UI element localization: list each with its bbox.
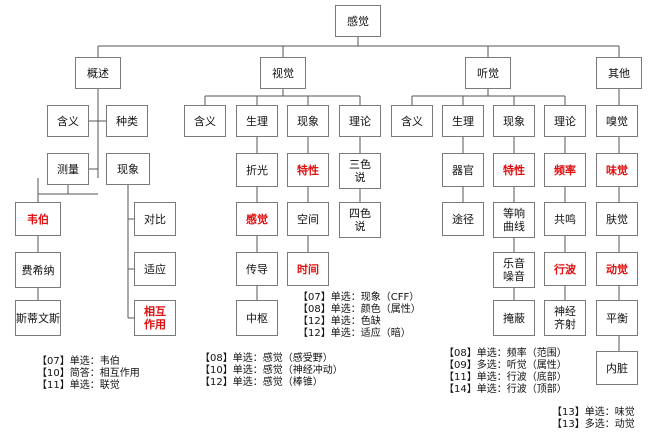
notes-vision-general: 【08】单选：感觉（感受野） 【10】单选：感觉（神经冲动） 【12】单选：感觉… <box>200 353 343 389</box>
node-hearing-phenomenon: 现象 <box>493 105 535 137</box>
node-masking: 掩蔽 <box>493 300 535 336</box>
node-root: 感觉 <box>335 5 381 37</box>
notes-other: 【13】单选：味觉 【13】多选：动觉 <box>552 407 635 431</box>
node-hearing-meaning: 含义 <box>391 105 433 137</box>
node-vision-sensation: 感觉 <box>236 202 278 236</box>
note-line: 【07】单选：韦伯 <box>37 356 120 367</box>
node-taste: 味觉 <box>596 153 638 187</box>
note-line: 【08】单选：频率（范围） <box>444 348 567 359</box>
node-vision-phenomenon: 现象 <box>287 105 329 137</box>
node-motion: 动觉 <box>596 252 638 286</box>
note-line: 【12】单选：色缺 <box>298 316 381 327</box>
node-skin: 肤觉 <box>596 202 638 236</box>
node-equal-loudness: 等响曲线 <box>493 202 535 238</box>
node-overview-types: 种类 <box>106 105 148 137</box>
node-vision-meaning: 含义 <box>184 105 226 137</box>
node-interaction: 相互作用 <box>134 300 176 336</box>
note-line: 【09】多选：听觉（属性） <box>444 360 567 371</box>
node-pathway: 途径 <box>442 202 484 236</box>
node-vision: 视觉 <box>260 57 306 89</box>
note-line: 【07】单选：现象（CFF） <box>298 292 420 303</box>
node-hearing-theory: 理论 <box>544 105 586 137</box>
node-organ: 器官 <box>442 153 484 187</box>
node-resonance: 共鸣 <box>544 202 586 236</box>
node-transmission: 传导 <box>236 252 278 286</box>
node-space: 空间 <box>287 202 329 236</box>
node-overview-measure: 测量 <box>47 153 89 185</box>
note-line: 【11】单选：行波（底部） <box>444 372 567 383</box>
node-fechner: 费希纳 <box>15 252 61 288</box>
node-other: 其他 <box>596 57 642 89</box>
node-hearing-feature: 特性 <box>493 153 535 187</box>
node-smell: 嗅觉 <box>596 105 638 137</box>
node-neural-firing: 神经齐射 <box>544 300 586 336</box>
node-stevens: 斯蒂文斯 <box>15 300 61 336</box>
node-refraction: 折光 <box>236 153 278 187</box>
node-vision-physiology: 生理 <box>236 105 278 137</box>
note-line: 【08】单选：颜色（属性） <box>298 304 421 315</box>
note-line: 【08】单选：感觉（感受野） <box>200 353 333 364</box>
node-overview: 概述 <box>75 57 121 89</box>
node-frequency: 频率 <box>544 153 586 187</box>
node-contrast: 对比 <box>134 202 176 236</box>
note-line: 【11】单选：联觉 <box>37 380 120 391</box>
node-adaptation: 适应 <box>134 252 176 286</box>
node-tetrachromatic: 四色说 <box>339 202 381 238</box>
node-vision-feature: 特性 <box>287 153 329 187</box>
node-music-noise: 乐音噪音 <box>493 252 535 288</box>
node-balance: 平衡 <box>596 300 638 336</box>
node-vision-theory: 理论 <box>339 105 381 137</box>
notes-vision-phenomenon: 【07】单选：现象（CFF） 【08】单选：颜色（属性） 【12】单选：色缺 【… <box>298 292 421 340</box>
node-hearing-physiology: 生理 <box>442 105 484 137</box>
node-center: 中枢 <box>236 300 278 336</box>
node-visceral: 内脏 <box>596 351 638 385</box>
note-line: 【10】单选：感觉（神经冲动） <box>200 365 343 376</box>
node-hearing: 听觉 <box>465 57 511 89</box>
note-line: 【12】单选：感觉（棒锥） <box>200 377 323 388</box>
note-line: 【14】单选：行波（顶部） <box>444 384 567 395</box>
note-line: 【10】简答：相互作用 <box>37 368 140 379</box>
notes-overview: 【07】单选：韦伯 【10】简答：相互作用 【11】单选：联觉 <box>37 356 140 392</box>
node-traveling-wave: 行波 <box>544 252 586 286</box>
note-line: 【12】单选：适应（暗） <box>298 328 411 339</box>
node-overview-phenomenon: 现象 <box>106 153 150 185</box>
notes-hearing: 【08】单选：频率（范围） 【09】多选：听觉（属性） 【11】单选：行波（底部… <box>444 348 567 396</box>
note-line: 【13】多选：动觉 <box>552 419 635 430</box>
node-trichromatic: 三色说 <box>339 153 381 189</box>
node-time: 时间 <box>287 252 329 286</box>
note-line: 【13】单选：味觉 <box>552 407 635 418</box>
node-weber: 韦伯 <box>15 202 61 236</box>
node-overview-meaning: 含义 <box>47 105 89 137</box>
